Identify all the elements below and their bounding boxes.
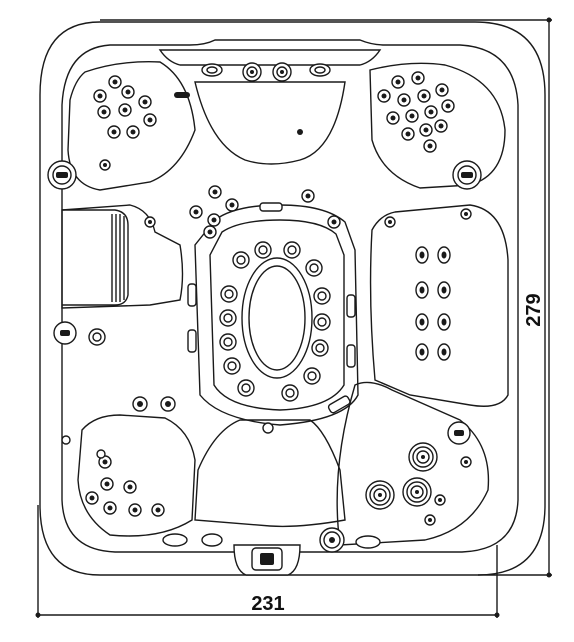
right-lower-valve — [447, 421, 471, 445]
footwell-jets — [219, 241, 331, 402]
front-left-light — [162, 533, 223, 547]
footwell-center-oval — [241, 257, 313, 379]
upper-left-jets — [93, 75, 157, 171]
left-diverter-valve — [47, 160, 77, 190]
lower-right-jets — [365, 442, 472, 526]
front-right-dial — [319, 527, 381, 553]
top-headrest — [194, 81, 346, 165]
footwell-drain — [262, 422, 274, 434]
lower-left-seat — [77, 414, 196, 537]
bottom-headrest — [194, 419, 346, 528]
left-lower-valve — [53, 321, 106, 346]
height-dimension-label: 279 — [523, 293, 545, 326]
footwell-center-oval-inner — [248, 265, 306, 371]
lounge-pillow — [62, 209, 129, 306]
width-dimension-line — [35, 505, 500, 618]
right-bench-jets — [415, 246, 451, 361]
lounge-pillow-ribs — [111, 214, 125, 302]
lower-right-seat — [336, 381, 490, 546]
top-pillow-bar — [158, 49, 382, 66]
left-upper-seat — [67, 61, 196, 191]
lounge-seat — [61, 204, 184, 309]
width-dimension-label: 231 — [251, 593, 284, 615]
height-dimension-line — [100, 17, 552, 578]
right-bench-seat — [369, 204, 509, 407]
upper-right-jets — [377, 71, 455, 153]
control-panel — [233, 544, 301, 576]
footwell-inner — [209, 219, 345, 411]
top-pillow-jets — [174, 62, 331, 135]
mid-left-jets — [144, 185, 472, 239]
footwell-side-lights — [187, 202, 356, 414]
right-upper-seat — [369, 62, 506, 189]
right-diverter-valve — [452, 160, 482, 190]
lower-left-jets — [61, 396, 176, 517]
spa-inner-rim — [61, 39, 519, 553]
